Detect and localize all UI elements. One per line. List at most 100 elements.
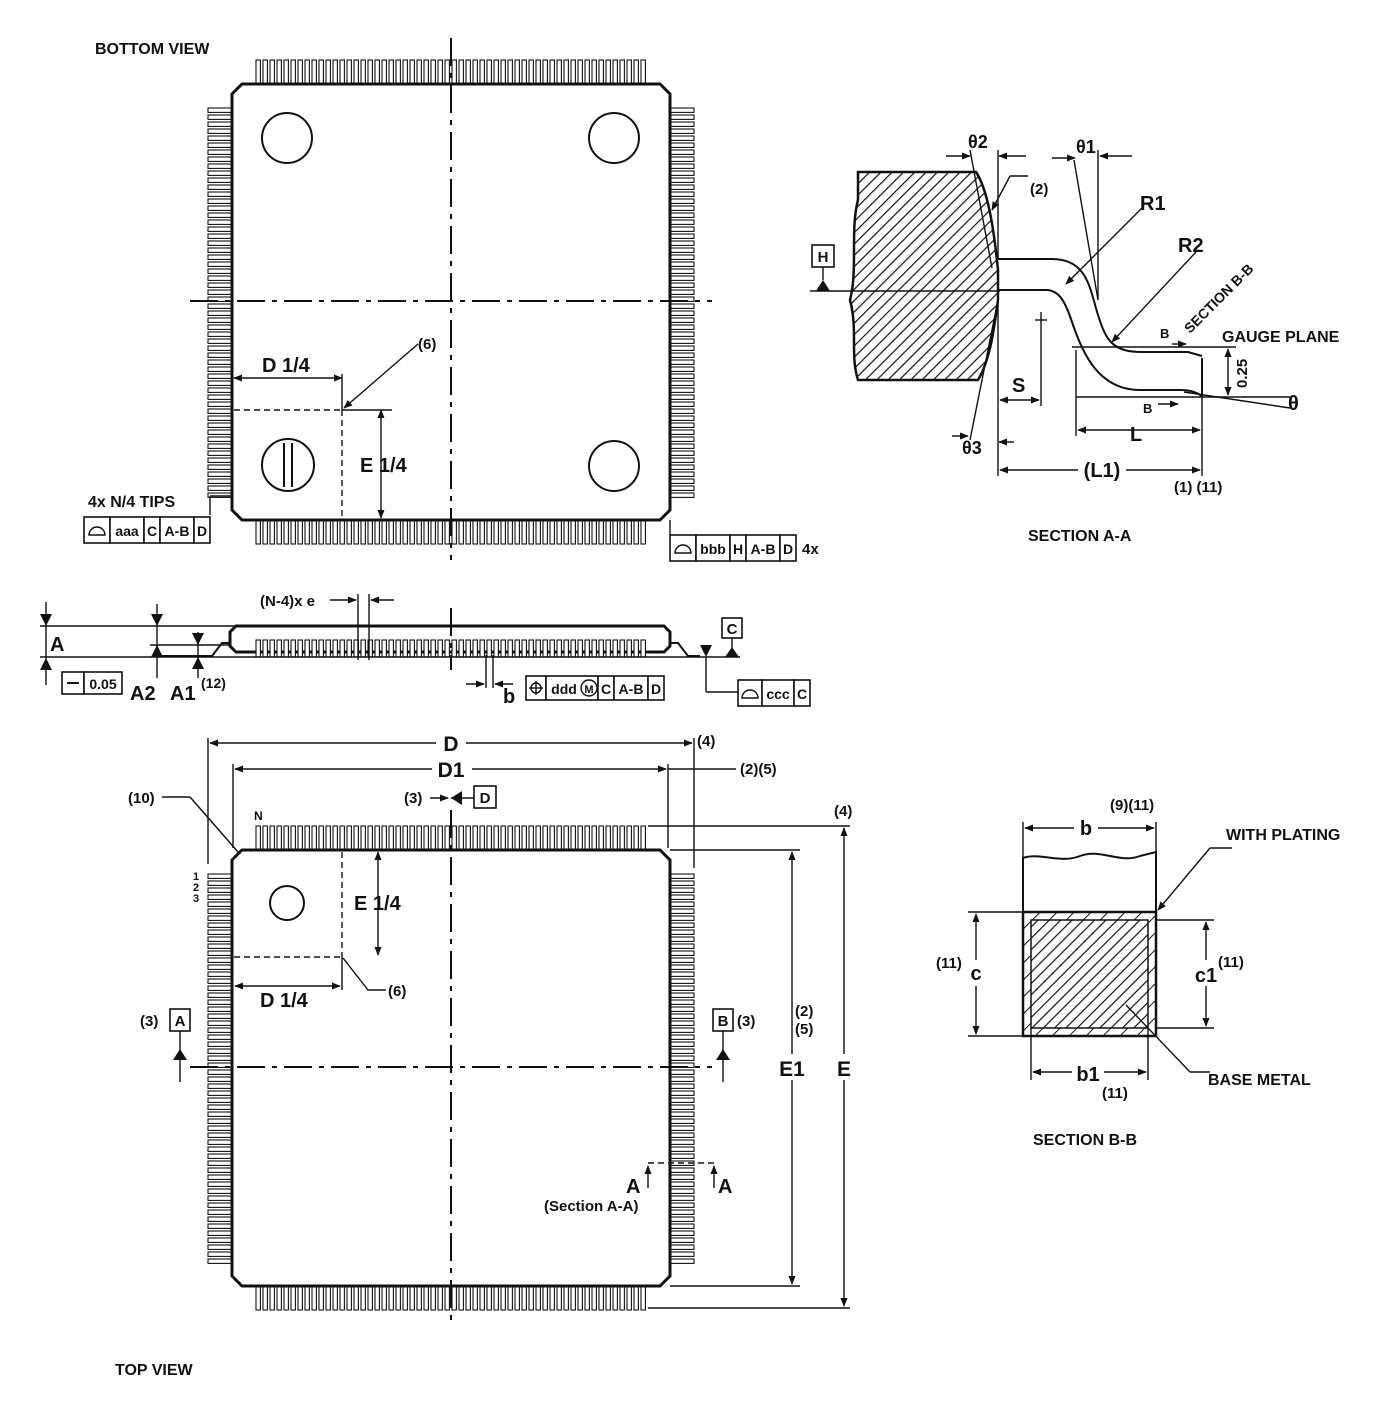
pin-lead bbox=[535, 1285, 541, 1311]
pin-lead bbox=[332, 59, 338, 85]
pin-lead bbox=[207, 1104, 233, 1110]
pin-lead bbox=[388, 825, 394, 851]
section-aa-r2-leader bbox=[1111, 251, 1197, 343]
pin-lead bbox=[207, 1223, 233, 1229]
pin-lead bbox=[207, 992, 233, 998]
pin-lead bbox=[207, 177, 233, 183]
top-view-pin-3: 3 bbox=[193, 893, 199, 905]
pin-lead bbox=[207, 894, 233, 900]
pin-lead bbox=[669, 1041, 695, 1047]
pin-lead bbox=[669, 289, 695, 295]
section-aa-note2: (2) bbox=[1030, 181, 1048, 198]
pin-lead bbox=[290, 59, 296, 85]
side-view-position-fcf: ddd M C A-B D bbox=[525, 675, 665, 701]
top-view-d-quarter-label: D 1/4 bbox=[260, 990, 309, 1012]
pin-lead bbox=[500, 639, 506, 658]
pin-lead bbox=[374, 825, 380, 851]
pin-lead bbox=[556, 59, 562, 85]
pin-lead bbox=[207, 205, 233, 211]
pin-lead bbox=[430, 639, 436, 658]
pin-lead bbox=[669, 142, 695, 148]
pin-lead bbox=[360, 59, 366, 85]
pin-lead bbox=[486, 519, 492, 545]
pin-lead bbox=[669, 936, 695, 942]
pin-lead bbox=[669, 1244, 695, 1250]
pin-lead bbox=[458, 639, 464, 658]
pin-lead bbox=[451, 825, 457, 851]
bottom-view-d-quarter-label: D 1/4 bbox=[262, 355, 311, 377]
pin-lead bbox=[500, 1285, 506, 1311]
side-view-lead-left bbox=[160, 642, 230, 657]
pin-lead bbox=[669, 282, 695, 288]
pin-lead bbox=[207, 457, 233, 463]
pin-lead bbox=[669, 1132, 695, 1138]
pin-lead bbox=[290, 1285, 296, 1311]
pin-lead bbox=[669, 1090, 695, 1096]
pin-lead bbox=[430, 1285, 436, 1311]
pin-lead bbox=[669, 1069, 695, 1075]
pin-lead bbox=[669, 978, 695, 984]
pin-lead bbox=[444, 59, 450, 85]
pin-lead bbox=[577, 1285, 583, 1311]
pin-lead bbox=[669, 1027, 695, 1033]
section-aa-l1: (L1) bbox=[1084, 460, 1121, 482]
pin-lead bbox=[598, 825, 604, 851]
pin-lead bbox=[669, 226, 695, 232]
pin-lead bbox=[290, 519, 296, 545]
pin-lead bbox=[591, 825, 597, 851]
pin-lead bbox=[669, 149, 695, 155]
pin-lead bbox=[493, 825, 499, 851]
pin-lead bbox=[318, 519, 324, 545]
pin-lead bbox=[207, 268, 233, 274]
pin-lead bbox=[507, 519, 513, 545]
pin-lead bbox=[605, 519, 611, 545]
pin-lead bbox=[207, 394, 233, 400]
pin-lead bbox=[367, 1285, 373, 1311]
pin-lead bbox=[640, 519, 646, 545]
pin-lead bbox=[297, 1285, 303, 1311]
pin-lead bbox=[395, 519, 401, 545]
pin-lead bbox=[669, 1006, 695, 1012]
section-aa-l1-bg bbox=[1078, 456, 1126, 482]
pin-lead bbox=[269, 825, 275, 851]
pin-lead bbox=[669, 1034, 695, 1040]
pin-lead bbox=[207, 156, 233, 162]
pin-lead bbox=[669, 1111, 695, 1117]
pin-lead bbox=[207, 978, 233, 984]
pin-lead bbox=[269, 519, 275, 545]
pin-lead bbox=[669, 450, 695, 456]
pin-lead bbox=[207, 464, 233, 470]
bottom-view-ejector-br bbox=[588, 440, 640, 492]
pin-lead bbox=[669, 1237, 695, 1243]
pin-lead bbox=[423, 1285, 429, 1311]
pin-lead bbox=[207, 901, 233, 907]
pin-lead bbox=[669, 1097, 695, 1103]
pin-lead bbox=[570, 825, 576, 851]
bottom-view-ejector-tl bbox=[261, 112, 313, 164]
pin-lead bbox=[626, 59, 632, 85]
pin-lead bbox=[325, 519, 331, 545]
pin-lead bbox=[619, 1285, 625, 1311]
pin-lead bbox=[207, 1069, 233, 1075]
top-view-title: TOP VIEW bbox=[115, 1362, 194, 1379]
section-bb-c: c bbox=[970, 963, 981, 985]
pin-lead bbox=[528, 519, 534, 545]
pin-lead bbox=[669, 922, 695, 928]
pin-lead bbox=[276, 519, 282, 545]
pin-lead bbox=[669, 1195, 695, 1201]
pin-lead bbox=[669, 1223, 695, 1229]
pin-lead bbox=[549, 639, 555, 658]
top-view-d-label: D bbox=[443, 733, 458, 756]
pin-lead bbox=[669, 128, 695, 134]
pin-lead bbox=[669, 198, 695, 204]
pin-lead bbox=[458, 59, 464, 85]
pin-lead bbox=[528, 59, 534, 85]
pin-lead bbox=[207, 401, 233, 407]
pin-lead bbox=[563, 59, 569, 85]
pin-lead bbox=[669, 219, 695, 225]
pin-lead bbox=[325, 639, 331, 658]
pin-lead bbox=[514, 519, 520, 545]
pin-lead bbox=[207, 1174, 233, 1180]
section-aa-theta2-line-b bbox=[969, 149, 993, 269]
side-view-position-ddd: ddd bbox=[551, 681, 577, 697]
